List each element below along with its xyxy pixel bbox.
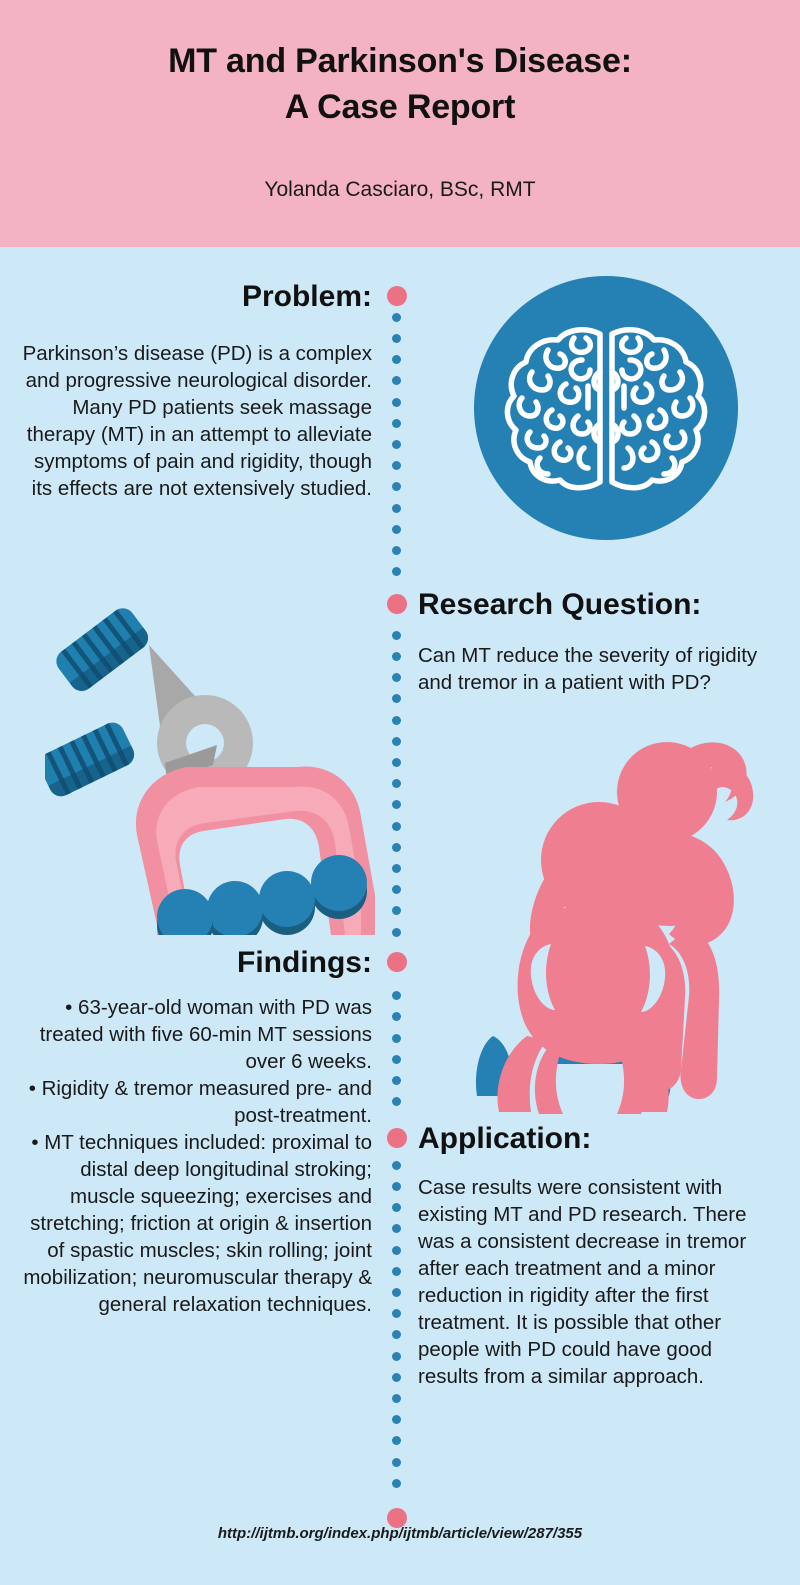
application-body: Case results were consistent with existi…	[418, 1176, 747, 1388]
divider-dot	[392, 439, 401, 449]
divider-dot	[392, 1478, 401, 1488]
massage-therapy-illustration	[455, 730, 775, 1120]
divider-dot	[392, 821, 401, 831]
divider-section-marker	[387, 952, 407, 972]
massage-therapy-icon	[475, 742, 754, 1114]
research-question-body: Can MT reduce the severity of rigidity a…	[418, 644, 758, 694]
dotted-divider	[387, 285, 407, 1560]
divider-dot	[392, 779, 401, 789]
divider-dot	[392, 355, 401, 365]
patient-shape	[497, 802, 676, 1114]
problem-body: Parkinson’s disease (PD) is a complex an…	[22, 342, 372, 500]
divider-dot	[392, 694, 401, 704]
divider-dot	[392, 1351, 401, 1361]
divider-dot	[392, 1457, 401, 1467]
brain-illustration	[474, 276, 738, 540]
divider-dot	[392, 630, 401, 640]
divider-dot	[392, 757, 401, 767]
divider-dot	[392, 991, 401, 1001]
divider-dot	[392, 1415, 401, 1425]
divider-dot	[392, 482, 401, 492]
divider-dot	[392, 673, 401, 683]
divider-dot	[392, 1372, 401, 1382]
application-heading: Application:	[418, 1122, 592, 1155]
header-banner: MT and Parkinson's Disease: A Case Repor…	[0, 0, 800, 247]
findings-bullet-2: • Rigidity & tremor measured pre- and po…	[28, 1077, 372, 1127]
divider-section-marker	[387, 286, 407, 306]
page-title: MT and Parkinson's Disease: A Case Repor…	[0, 38, 800, 130]
divider-dot	[392, 333, 401, 343]
divider-dot	[392, 1203, 401, 1213]
divider-dot	[392, 376, 401, 386]
massage-tools-illustration	[39, 595, 375, 953]
divider-dot	[392, 1160, 401, 1170]
divider-dot	[392, 800, 401, 810]
divider-dot	[392, 1309, 401, 1319]
divider-dot	[392, 567, 401, 577]
page-title-line2: A Case Report	[284, 88, 516, 126]
divider-dot	[392, 1033, 401, 1043]
findings-heading: Findings:	[237, 946, 372, 979]
source-url: http://ijtmb.org/index.php/ijtmb/article…	[217, 1525, 583, 1542]
divider-dot	[392, 715, 401, 725]
divider-dot	[392, 1075, 401, 1085]
divider-dot	[392, 1330, 401, 1340]
divider-dot	[392, 1097, 401, 1107]
divider-dot	[392, 524, 401, 534]
divider-dot	[392, 651, 401, 661]
roller-massager-icon	[136, 766, 375, 953]
divider-dot	[392, 1266, 401, 1276]
divider-dot	[392, 1245, 401, 1255]
divider-dot	[392, 1393, 401, 1403]
page-title-line1: MT and Parkinson's Disease:	[168, 42, 632, 80]
author-name: Yolanda Casciaro, BSc, RMT	[264, 178, 536, 201]
divider-dot	[392, 1224, 401, 1234]
divider-dot	[392, 397, 401, 407]
divider-dot	[392, 906, 401, 916]
divider-section-marker	[387, 1508, 407, 1528]
divider-dot	[392, 418, 401, 428]
findings-bullet-3: • MT techniques included: proximal to di…	[23, 1131, 372, 1316]
divider-dot	[392, 1436, 401, 1446]
brain-icon	[474, 276, 738, 540]
research-question-heading: Research Question:	[418, 588, 702, 621]
divider-dot	[392, 461, 401, 471]
divider-dot	[392, 842, 401, 852]
divider-dot	[392, 1181, 401, 1191]
divider-dot	[392, 312, 401, 322]
divider-dot	[392, 863, 401, 873]
divider-dot	[392, 736, 401, 746]
findings-body: • 63-year-old woman with PD was treated …	[10, 994, 372, 1318]
divider-dot	[392, 503, 401, 513]
divider-dot	[392, 1054, 401, 1064]
divider-dot	[392, 885, 401, 895]
problem-heading: Problem:	[241, 280, 372, 313]
divider-dot	[392, 927, 401, 937]
findings-bullet-1: • 63-year-old woman with PD was treated …	[39, 996, 372, 1073]
divider-dot	[392, 1012, 401, 1022]
divider-section-marker	[387, 1128, 407, 1148]
divider-dot	[392, 1287, 401, 1297]
divider-section-marker	[387, 594, 407, 614]
divider-dot	[392, 545, 401, 555]
massage-tools-icon	[39, 608, 375, 953]
